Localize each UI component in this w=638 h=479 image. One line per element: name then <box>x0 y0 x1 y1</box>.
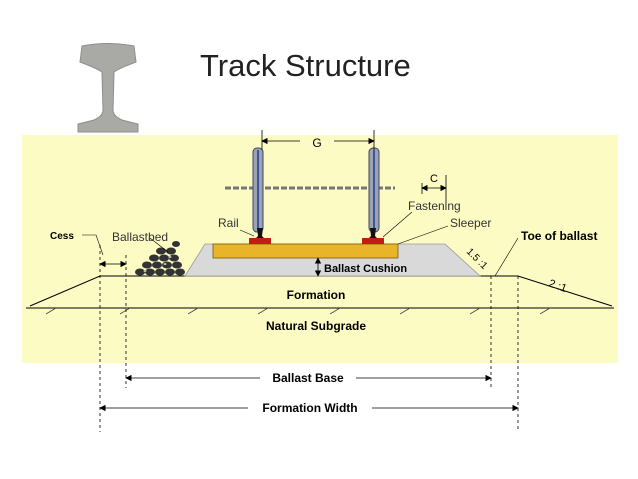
gauge-label: G <box>312 136 321 150</box>
rail-profile-image <box>66 40 150 135</box>
formation-slope-label: 2 :1 <box>547 278 568 296</box>
page-title: Track Structure <box>200 48 411 83</box>
ground-hatching <box>45 307 551 315</box>
clearance-label: C <box>430 173 438 185</box>
natural-subgrade-label: Natural Subgrade <box>266 319 366 333</box>
sleeper <box>212 243 399 259</box>
toe-of-ballast-label: Toe of ballast <box>521 229 597 243</box>
ballast-cushion-label: Ballast Cushion <box>324 263 407 275</box>
cess-label: Cess <box>50 231 74 242</box>
ballastbed-label: Ballastbed <box>112 230 168 244</box>
fastening-label: Fastening <box>408 199 461 213</box>
sleeper-label: Sleeper <box>450 216 491 230</box>
right-rail <box>362 228 384 244</box>
left-rail <box>249 228 271 244</box>
rail-label: Rail <box>218 216 239 230</box>
formation-label: Formation <box>287 288 346 302</box>
formation-width-label: Formation Width <box>262 401 357 415</box>
ballast-base-label: Ballast Base <box>272 371 344 385</box>
